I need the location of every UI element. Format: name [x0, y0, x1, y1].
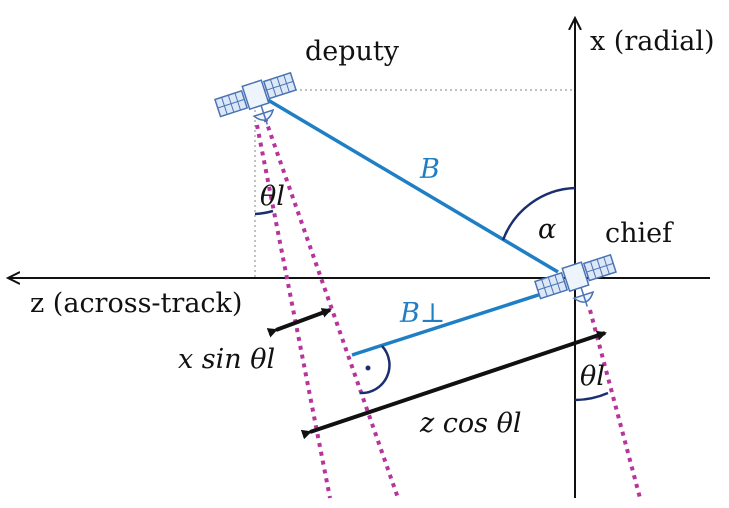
x-axis-label: x (radial) — [590, 26, 715, 57]
deputy-satellite-icon — [214, 71, 297, 125]
x-sin-label: x sin θl — [178, 344, 275, 375]
z-cos-arrow — [300, 330, 607, 440]
right-angle-arc — [359, 345, 391, 395]
z-axis-label: z (across-track) — [30, 288, 242, 319]
baseline-perp-line — [351, 286, 561, 357]
right-angle-dot — [365, 365, 371, 371]
chief-label: chief — [605, 218, 674, 249]
chief-theta-arc — [574, 391, 609, 402]
deputy-label: deputy — [305, 36, 400, 67]
chief-look-line — [588, 309, 642, 499]
baseline-perp-label: B⊥ — [399, 298, 445, 329]
z-cos-label: z cos θl — [419, 408, 522, 439]
alpha-arc — [501, 186, 576, 241]
deputy-theta-label: θl — [260, 181, 285, 212]
baseline-label: B — [419, 154, 440, 185]
x-sin-arrow — [266, 308, 332, 338]
chief-theta-label: θl — [580, 361, 605, 392]
deputy-look-line-2 — [263, 117, 400, 499]
chief-satellite-icon — [534, 253, 617, 307]
alpha-label: α — [538, 214, 556, 245]
deputy-theta-arc — [254, 209, 274, 216]
baseline-line — [267, 98, 559, 274]
